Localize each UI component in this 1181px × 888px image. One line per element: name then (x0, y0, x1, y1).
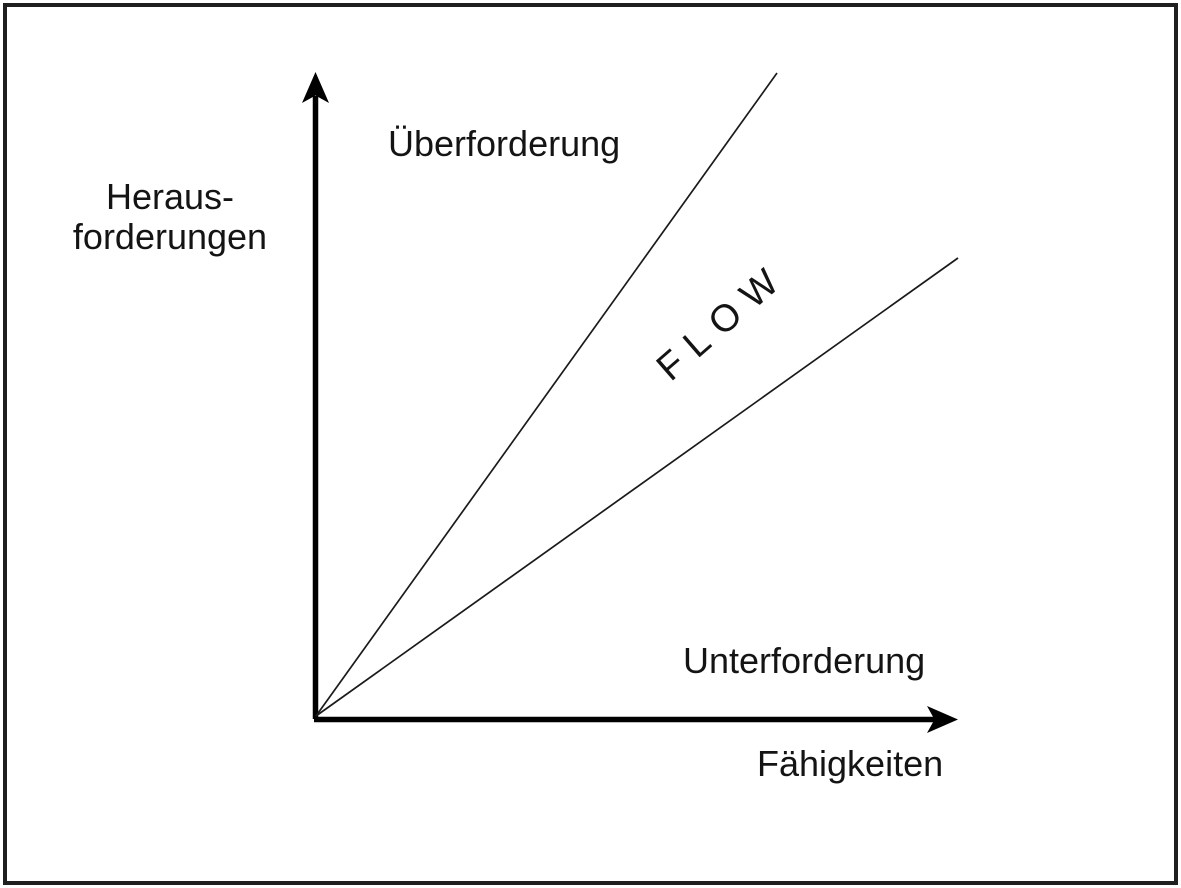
region-underload-label: Unterforderung (683, 640, 926, 681)
x-axis-label: Fähigkeiten (757, 743, 944, 784)
y-axis-arrowhead-icon (302, 72, 329, 103)
channel-upper-boundary-line (315, 72, 778, 717)
region-overload-label: Überforderung (388, 123, 621, 164)
channel-lower-boundary-line (315, 257, 959, 717)
x-axis-arrowhead-icon (927, 706, 958, 733)
outer-border (3, 3, 1178, 885)
y-axis-label: Heraus- forderungen (60, 177, 280, 257)
y-axis-label-line1: Heraus- (105, 176, 235, 217)
y-axis-label-line2: forderungen (72, 216, 268, 257)
